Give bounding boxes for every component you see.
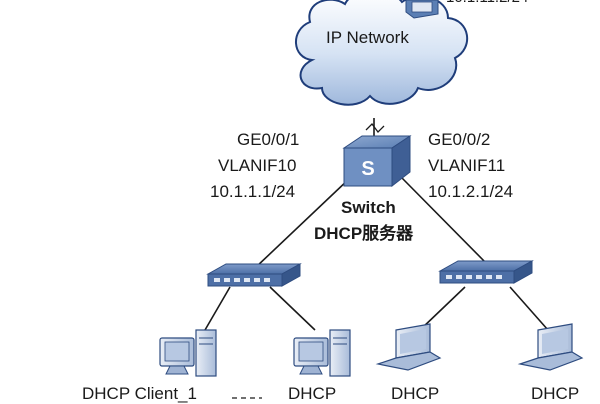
- right-vlanif-label: VLANIF11: [428, 156, 506, 175]
- right-hub-icon: [438, 260, 534, 284]
- svg-text:S: S: [361, 158, 374, 180]
- link-switch-right-hub: [401, 177, 489, 266]
- laptop-icon: [517, 323, 584, 371]
- link-lefthub-client2: [269, 286, 316, 331]
- link-lefthub-client1: [204, 286, 231, 331]
- client-label-1: DHCP Client_1: [82, 384, 197, 403]
- switch-role-label: DHCP服务器: [314, 224, 414, 243]
- server-icon: [405, 0, 439, 19]
- link-switch-left-hub: [254, 177, 351, 269]
- link-righthub-client3: [419, 286, 466, 331]
- cloud-label: IP Network: [326, 28, 409, 47]
- left-vlanif-label: VLANIF10: [218, 156, 297, 175]
- cut-top-label: 10.1.11.2/24: [446, 0, 528, 8]
- desktop-pc-icon: [293, 329, 351, 377]
- right-ip-label: 10.1.2.1/24: [428, 182, 514, 201]
- links: [204, 118, 549, 331]
- switch-name-label: Switch: [341, 198, 396, 217]
- left-hub-icon: [206, 263, 302, 287]
- client-label-3: DHCP: [391, 384, 440, 403]
- switch-icon: S: [342, 123, 412, 188]
- desktop-pc-icon: [159, 329, 217, 377]
- link-righthub-client4: [509, 286, 549, 331]
- left-port-label: GE0/0/1: [237, 130, 300, 149]
- client-label-2: DHCP: [288, 384, 337, 403]
- right-port-label: GE0/0/2: [428, 130, 491, 149]
- ip-network-cloud: [295, 0, 469, 106]
- client-label-4: DHCP: [531, 384, 580, 403]
- left-ip-label: 10.1.1.1/24: [210, 182, 296, 201]
- laptop-icon: [375, 323, 442, 371]
